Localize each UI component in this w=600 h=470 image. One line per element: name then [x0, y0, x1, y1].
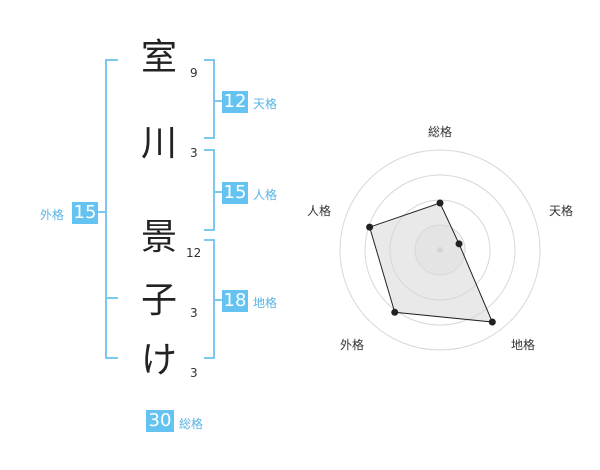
stroke-count-3: 12 — [186, 246, 202, 260]
radar-point-1 — [436, 199, 444, 207]
soukaku-badge: 30 — [146, 410, 174, 432]
radar-label-soukaku: 総格 — [428, 125, 453, 139]
jinkaku-label: 人格 — [253, 188, 278, 202]
name-char-3: 景 — [140, 217, 177, 258]
gaikaku-label: 外格 — [40, 208, 65, 222]
jinkaku-badge: 15 — [222, 182, 248, 204]
radar-label-tenkaku: 天格 — [549, 204, 574, 218]
name-char-4: 子 — [140, 280, 177, 321]
tenkaku-label: 天格 — [253, 97, 278, 111]
name-char-2: 川 — [140, 123, 177, 164]
radar-ring-3 — [364, 174, 516, 326]
radar-point-5 — [366, 223, 374, 231]
chikaku-label: 地格 — [253, 296, 278, 310]
radar-label-gaikaku: 外格 — [340, 338, 365, 352]
radar-polygon — [369, 202, 494, 323]
jinkaku-bracket — [204, 149, 215, 231]
gaikaku-badge: 15 — [72, 202, 98, 224]
radar-point-4 — [391, 308, 399, 316]
stroke-count-4: 3 — [190, 306, 198, 320]
radar-label-chikaku: 地格 — [511, 338, 536, 352]
radar-label-jinkaku: 人格 — [307, 204, 332, 218]
radar-ring-4 — [339, 149, 541, 351]
tenkaku-badge: 12 — [222, 91, 248, 113]
radar-point-2 — [455, 240, 463, 248]
name-char-1: 室 — [140, 37, 177, 78]
name-char-5: け — [140, 340, 177, 381]
radar-point-3 — [488, 318, 496, 326]
gaikaku-bracket — [105, 59, 118, 359]
stroke-count-2: 3 — [190, 146, 198, 160]
soukaku-label: 総格 — [179, 417, 204, 431]
stroke-count-1: 9 — [190, 66, 198, 80]
tenkaku-bracket — [204, 59, 215, 139]
stroke-count-5: 3 — [190, 366, 198, 380]
chikaku-badge: 18 — [222, 290, 248, 312]
